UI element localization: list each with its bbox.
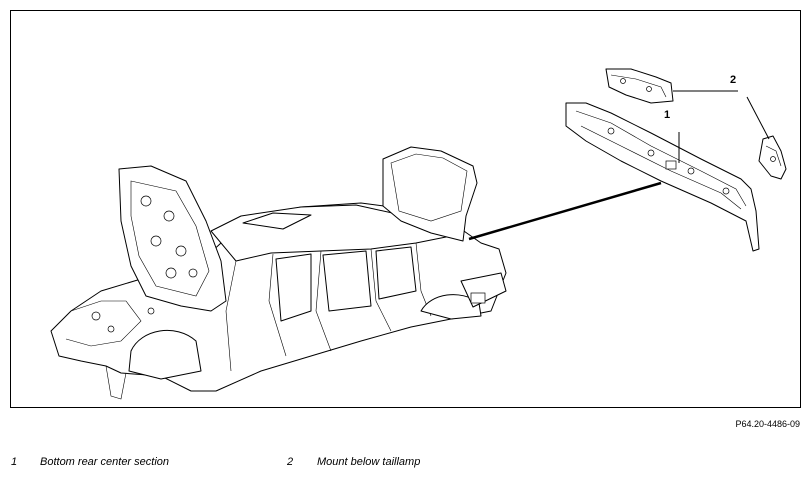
trunk-lid <box>382 146 478 242</box>
part-mount-below-taillamp-upper <box>605 68 674 104</box>
diagram-frame <box>10 10 801 408</box>
legend-item-2-number: 2 <box>287 456 294 468</box>
car-body-illustration <box>50 68 787 400</box>
legend-item-1-number: 1 <box>11 456 18 468</box>
part-bottom-rear-center-section <box>565 102 760 252</box>
leader-line <box>468 181 662 241</box>
callout-label-1: 1 <box>664 109 671 121</box>
callout-label-2: 2 <box>730 74 737 86</box>
hood-panel <box>118 165 227 312</box>
figure-reference-code: P64.20-4486-09 <box>735 419 800 429</box>
legend-item-1-text: Bottom rear center section <box>40 456 170 468</box>
legend-item-2-text: Mount below taillamp <box>317 456 421 468</box>
car-body-shell <box>50 202 507 400</box>
callout-lines <box>673 90 770 163</box>
part-mount-below-taillamp-side <box>758 135 787 180</box>
